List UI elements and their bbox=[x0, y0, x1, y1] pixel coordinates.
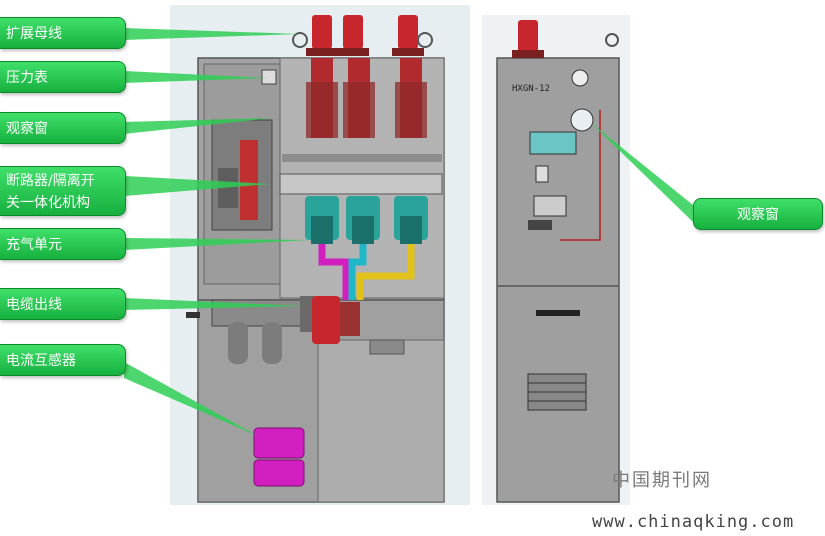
callout-observation-window-right: 观察窗 bbox=[693, 198, 823, 230]
callout-pressure-gauge: 压力表 bbox=[0, 61, 126, 93]
callout-cable-outlet-text: 电缆出线 bbox=[6, 297, 62, 313]
breaker-mechanism bbox=[211, 69, 277, 231]
callout-leaders bbox=[124, 28, 693, 436]
callout-observation-window-left-text: 观察窗 bbox=[6, 121, 48, 137]
callout-current-transformer-text: 电流互感器 bbox=[6, 353, 76, 369]
callout-expand-busbar-text: 扩展母线 bbox=[6, 26, 62, 42]
model-plate: HXGN-12 bbox=[512, 84, 550, 94]
callout-gas-unit-text: 充气单元 bbox=[6, 237, 62, 253]
front-view-cabinet bbox=[496, 20, 620, 503]
operating-shaft bbox=[279, 173, 443, 195]
expansion-busbar-bushings bbox=[306, 15, 427, 138]
gas-filled-units bbox=[305, 196, 428, 244]
callout-current-transformer: 电流互感器 bbox=[0, 344, 126, 376]
current-transformer bbox=[253, 427, 305, 487]
phase-conductor-magenta bbox=[318, 244, 350, 300]
phase-conductor-cyan bbox=[348, 244, 367, 300]
callout-gas-unit: 充气单元 bbox=[0, 228, 126, 260]
callout-observation-window-left: 观察窗 bbox=[0, 112, 126, 144]
callout-cable-outlet: 电缆出线 bbox=[0, 288, 126, 320]
watermark-chinese: 中国期刊网 bbox=[612, 470, 712, 491]
callout-breaker-line1: 断路器/隔离开 bbox=[6, 173, 95, 189]
phase-conductor-yellow bbox=[356, 244, 415, 300]
callout-pressure-gauge-text: 压力表 bbox=[6, 70, 48, 86]
callout-breaker-mechanism: 断路器/隔离开 关一体化机构 bbox=[0, 166, 126, 216]
callout-observation-window-right-text: 观察窗 bbox=[737, 207, 779, 223]
callout-breaker-line2: 关一体化机构 bbox=[6, 195, 90, 211]
callout-expand-busbar: 扩展母线 bbox=[0, 17, 126, 49]
watermark-url: www.chinaqking.com bbox=[592, 512, 795, 532]
front-observation-window bbox=[570, 108, 594, 132]
lift-hook-left bbox=[292, 32, 308, 48]
